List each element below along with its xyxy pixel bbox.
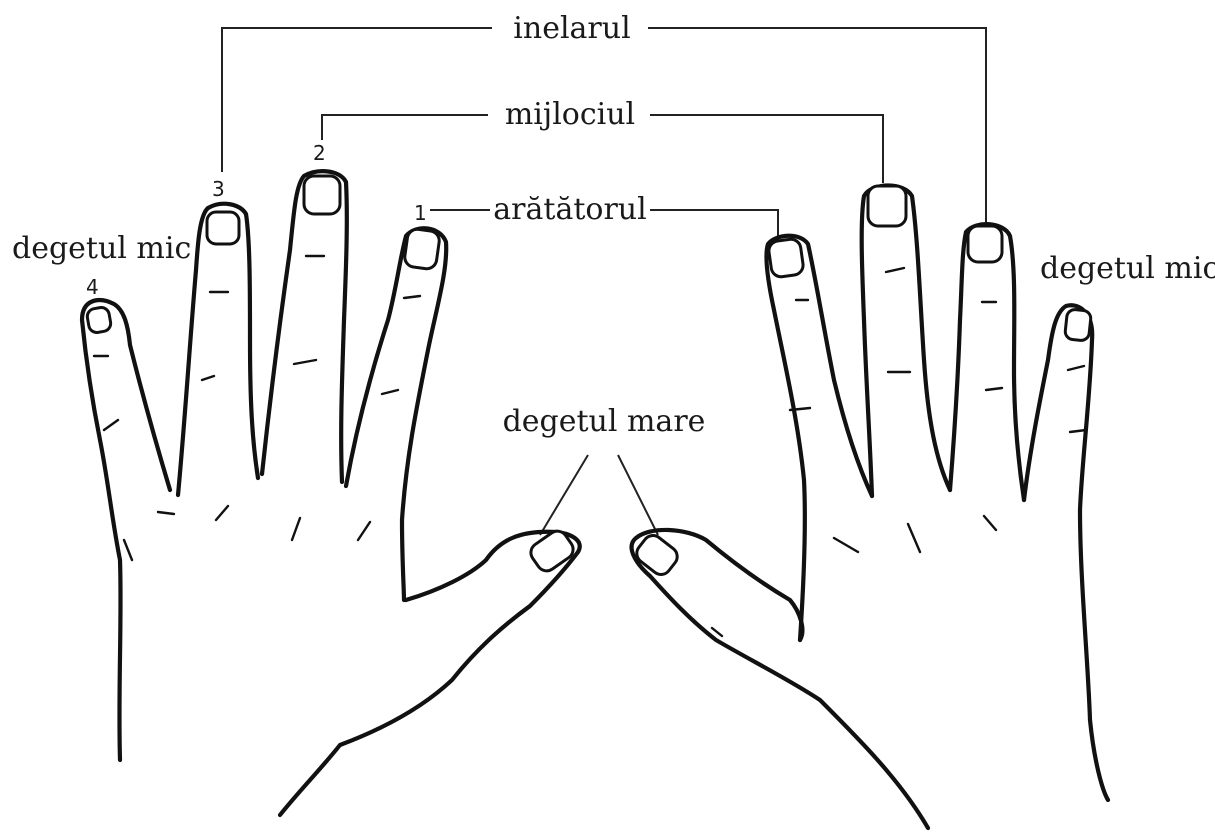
- ring-leader-right: [648, 28, 986, 222]
- middle-leader-right: [650, 115, 883, 183]
- label-middle-finger: mijlociul: [505, 97, 635, 132]
- right-index-finger: [766, 236, 872, 640]
- number-index: 1: [414, 201, 427, 225]
- right-thumb-nail: [633, 531, 681, 578]
- right-ring-finger: [950, 224, 1024, 500]
- label-thumb: degetul mare: [503, 404, 706, 439]
- ring-leader-left: [222, 28, 492, 172]
- number-middle: 2: [313, 141, 326, 165]
- label-ring-finger: inelarul: [513, 11, 630, 46]
- right-hand: [632, 186, 1108, 829]
- right-pinky-finger: [1024, 305, 1108, 800]
- label-left-pinky: degetul mic: [12, 231, 191, 266]
- label-index-finger: arătătorul: [493, 192, 646, 227]
- left-thumb: [280, 532, 580, 815]
- left-palm-creases: [94, 256, 420, 560]
- right-ring-nail: [968, 226, 1002, 262]
- right-middle-nail: [868, 186, 906, 226]
- left-pinky-finger: [82, 300, 170, 760]
- thumb-leader-left: [540, 455, 588, 535]
- right-index-nail: [768, 238, 805, 278]
- number-ring: 3: [212, 177, 225, 201]
- left-index-nail: [404, 228, 441, 270]
- left-middle-nail: [304, 176, 340, 214]
- left-pinky-nail: [86, 306, 112, 333]
- middle-leader-left: [322, 115, 488, 140]
- left-ring-nail: [207, 212, 239, 244]
- number-pinky: 4: [86, 275, 99, 299]
- left-index-finger: [346, 228, 446, 600]
- thumb-leader-right: [618, 455, 658, 535]
- right-middle-finger: [862, 186, 950, 497]
- label-right-pinky: degetul mic: [1040, 251, 1215, 286]
- right-thumb: [632, 530, 928, 828]
- index-leader-right: [650, 210, 778, 238]
- right-pinky-nail: [1064, 309, 1091, 341]
- left-middle-finger: [262, 171, 347, 482]
- left-hand: [82, 171, 580, 815]
